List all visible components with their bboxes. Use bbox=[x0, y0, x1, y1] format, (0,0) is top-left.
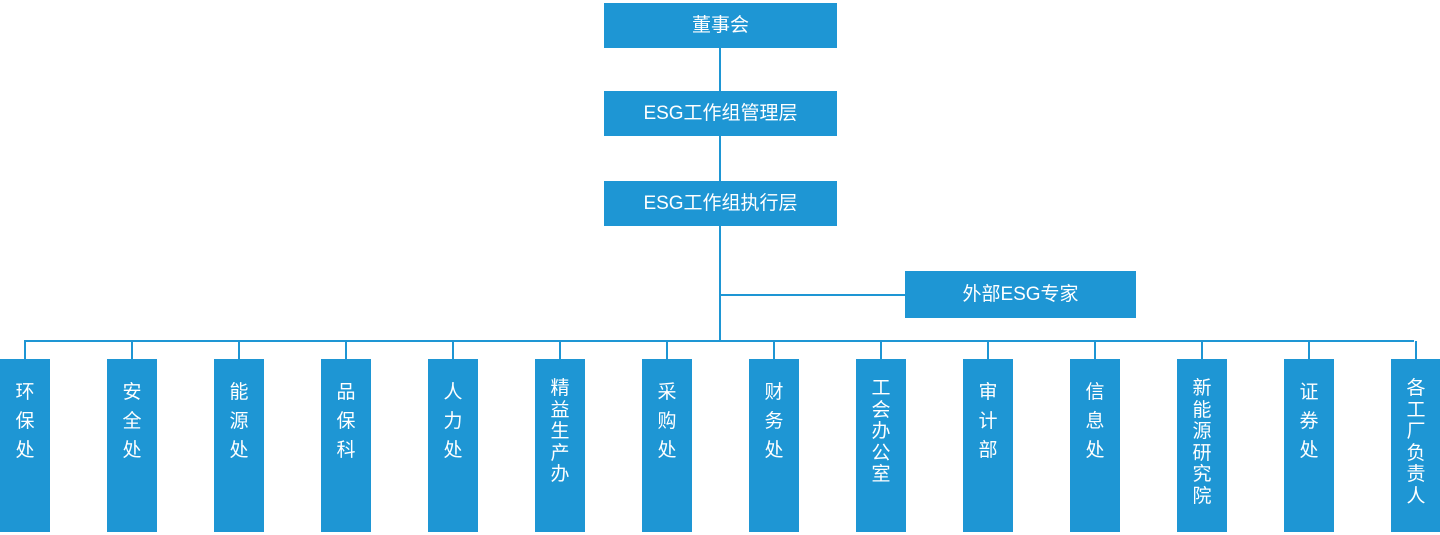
department-label: 品保科 bbox=[336, 382, 356, 461]
org-node-department: 精益生产办 bbox=[535, 359, 585, 532]
connector-board-management bbox=[719, 48, 721, 91]
org-node-department: 证券处 bbox=[1284, 359, 1334, 532]
department-column: 人力处 bbox=[428, 341, 478, 535]
department-row: 环保处 安全处 能源处 品保科 人力处 精益生产办 采购处 bbox=[0, 341, 1440, 535]
org-node-department: 审计部 bbox=[963, 359, 1013, 532]
connector-stub bbox=[1308, 341, 1310, 359]
department-column: 财务处 bbox=[749, 341, 799, 535]
org-node-external-experts: 外部ESG专家 bbox=[905, 271, 1136, 318]
org-node-esg-execution: ESG工作组执行层 bbox=[604, 181, 837, 226]
department-label: 信息处 bbox=[1085, 382, 1105, 461]
org-node-department: 采购处 bbox=[642, 359, 692, 532]
department-label: 环保处 bbox=[15, 382, 35, 461]
department-column: 新能源研究院 bbox=[1177, 341, 1227, 535]
department-column: 品保科 bbox=[321, 341, 371, 535]
org-node-department: 能源处 bbox=[214, 359, 264, 532]
org-node-department: 新能源研究院 bbox=[1177, 359, 1227, 532]
department-column: 精益生产办 bbox=[535, 341, 585, 535]
department-label: 精益生产办 bbox=[550, 378, 570, 485]
connector-distribution-line bbox=[24, 340, 1414, 342]
department-column: 证券处 bbox=[1284, 341, 1334, 535]
connector-execution-trunk bbox=[719, 226, 721, 341]
department-column: 工会办公室 bbox=[856, 341, 906, 535]
department-column: 信息处 bbox=[1070, 341, 1120, 535]
connector-stub bbox=[773, 341, 775, 359]
connector-stub bbox=[987, 341, 989, 359]
department-label: 各工厂负责人 bbox=[1406, 378, 1426, 507]
department-label: 财务处 bbox=[764, 382, 784, 461]
connector-external-experts bbox=[720, 294, 905, 296]
org-node-department: 各工厂负责人 bbox=[1391, 359, 1440, 532]
connector-stub bbox=[131, 341, 133, 359]
department-label: 新能源研究院 bbox=[1192, 378, 1212, 507]
department-column: 环保处 bbox=[0, 341, 50, 535]
org-node-department: 环保处 bbox=[0, 359, 50, 532]
department-label: 工会办公室 bbox=[871, 378, 891, 485]
department-label: 人力处 bbox=[443, 382, 463, 461]
department-column: 各工厂负责人 bbox=[1391, 341, 1440, 535]
department-column: 采购处 bbox=[642, 341, 692, 535]
connector-stub bbox=[452, 341, 454, 359]
connector-management-execution bbox=[719, 136, 721, 181]
connector-stub bbox=[880, 341, 882, 359]
connector-stub bbox=[345, 341, 347, 359]
org-node-department: 工会办公室 bbox=[856, 359, 906, 532]
department-label: 采购处 bbox=[657, 382, 677, 461]
org-node-esg-management: ESG工作组管理层 bbox=[604, 91, 837, 136]
org-node-board: 董事会 bbox=[604, 3, 837, 48]
connector-stub bbox=[559, 341, 561, 359]
connector-stub bbox=[238, 341, 240, 359]
org-node-department: 财务处 bbox=[749, 359, 799, 532]
connector-stub bbox=[1415, 341, 1417, 359]
org-node-department: 信息处 bbox=[1070, 359, 1120, 532]
department-label: 审计部 bbox=[978, 382, 998, 461]
department-column: 审计部 bbox=[963, 341, 1013, 535]
department-label: 证券处 bbox=[1299, 382, 1319, 461]
connector-stub bbox=[1201, 341, 1203, 359]
connector-stub bbox=[24, 341, 26, 359]
department-column: 能源处 bbox=[214, 341, 264, 535]
org-node-department: 安全处 bbox=[107, 359, 157, 532]
connector-stub bbox=[666, 341, 668, 359]
org-node-department: 人力处 bbox=[428, 359, 478, 532]
connector-stub bbox=[1094, 341, 1096, 359]
org-node-department: 品保科 bbox=[321, 359, 371, 532]
department-label: 能源处 bbox=[229, 382, 249, 461]
department-label: 安全处 bbox=[122, 382, 142, 461]
department-column: 安全处 bbox=[107, 341, 157, 535]
